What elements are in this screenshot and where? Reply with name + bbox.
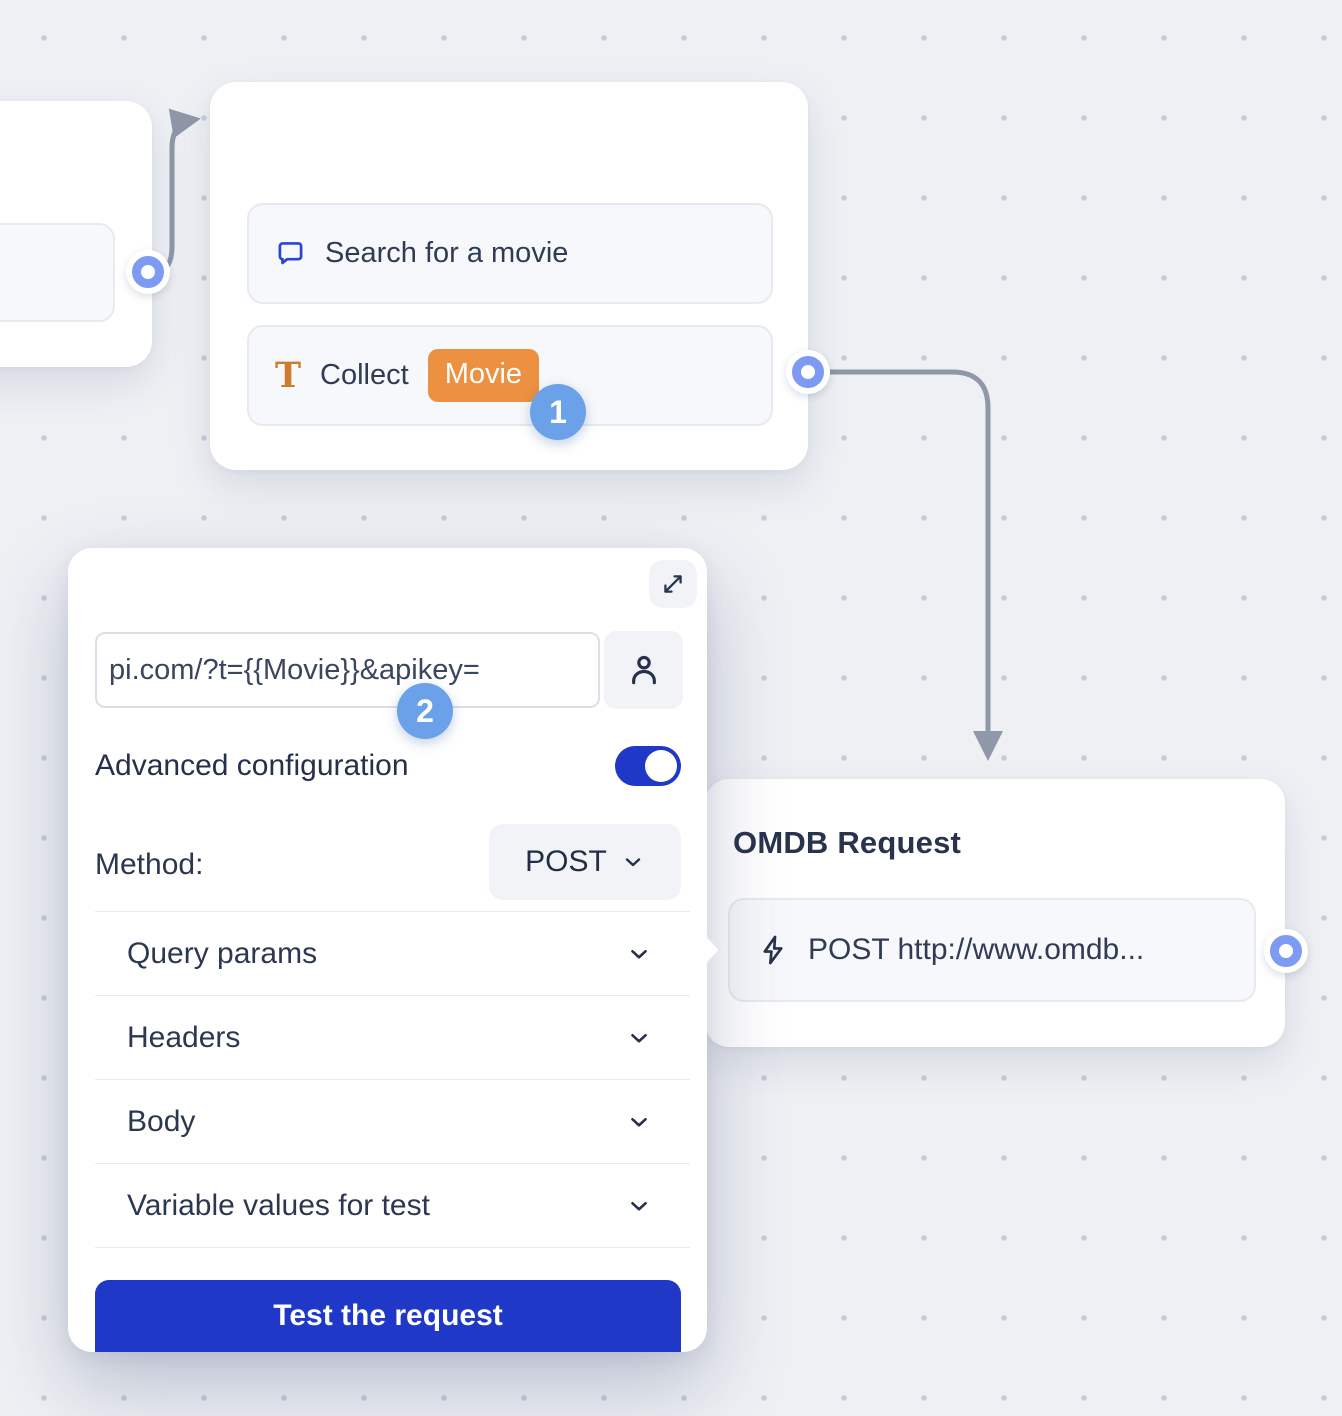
webhook-item-label: POST http://www.omdb...	[808, 933, 1145, 966]
connector-left-to-movie	[147, 108, 201, 275]
collect-item[interactable]: T Collect Movie	[247, 325, 773, 426]
test-request-button[interactable]: Test the request	[95, 1280, 681, 1352]
expand-icon	[660, 571, 686, 597]
message-item-label: Search for a movie	[325, 237, 569, 269]
output-port-partial[interactable]	[126, 250, 170, 294]
config-sections: Query params Headers Body Variable value…	[95, 911, 690, 1248]
text-collect-icon: T	[275, 355, 302, 396]
node-title: OMDB Request	[733, 825, 962, 860]
webhook-item[interactable]: POST http://www.omdb...	[728, 898, 1256, 1002]
node-movie-search[interactable]: Movie search Search for a movie T Collec…	[210, 82, 808, 470]
step-badge-2: 2	[397, 683, 453, 739]
variable-chip-movie[interactable]: Movie	[427, 349, 540, 402]
output-port-movie-search[interactable]	[786, 350, 830, 394]
collect-item-label: Collect	[320, 359, 409, 391]
section-body[interactable]: Body	[95, 1080, 690, 1164]
chevron-down-icon	[626, 1193, 652, 1219]
step-badge-1: 1	[530, 384, 586, 440]
advanced-config-toggle[interactable]	[615, 746, 681, 786]
method-label: Method:	[95, 848, 204, 881]
url-input[interactable]	[95, 632, 600, 708]
section-variable-values[interactable]: Variable values for test	[95, 1164, 690, 1248]
section-headers[interactable]: Headers	[95, 996, 690, 1080]
chevron-down-icon	[626, 1109, 652, 1135]
method-select[interactable]: POST	[489, 824, 681, 900]
connector-movie-to-omdb	[809, 369, 1003, 761]
node-partial-card[interactable]	[0, 101, 152, 367]
insert-variable-button[interactable]	[604, 631, 683, 709]
output-port-omdb[interactable]	[1264, 929, 1308, 973]
chevron-down-icon	[621, 850, 645, 874]
node-partial-item[interactable]	[0, 223, 115, 322]
section-query-params[interactable]: Query params	[95, 912, 690, 996]
node-omdb-request[interactable]: OMDB Request POST http://www.omdb...	[705, 779, 1285, 1047]
expand-button[interactable]	[649, 560, 697, 608]
chevron-down-icon	[626, 1025, 652, 1051]
user-icon	[624, 650, 664, 690]
chat-bubble-icon	[275, 238, 306, 269]
webhook-config-panel: Advanced configuration Method: POST Quer…	[68, 548, 707, 1352]
method-value: POST	[525, 845, 607, 878]
message-item[interactable]: Search for a movie	[247, 203, 773, 304]
lightning-icon	[756, 933, 790, 967]
chevron-down-icon	[626, 941, 652, 967]
advanced-config-label: Advanced configuration	[95, 749, 409, 782]
toggle-knob	[645, 750, 677, 782]
panel-caret	[707, 934, 725, 966]
